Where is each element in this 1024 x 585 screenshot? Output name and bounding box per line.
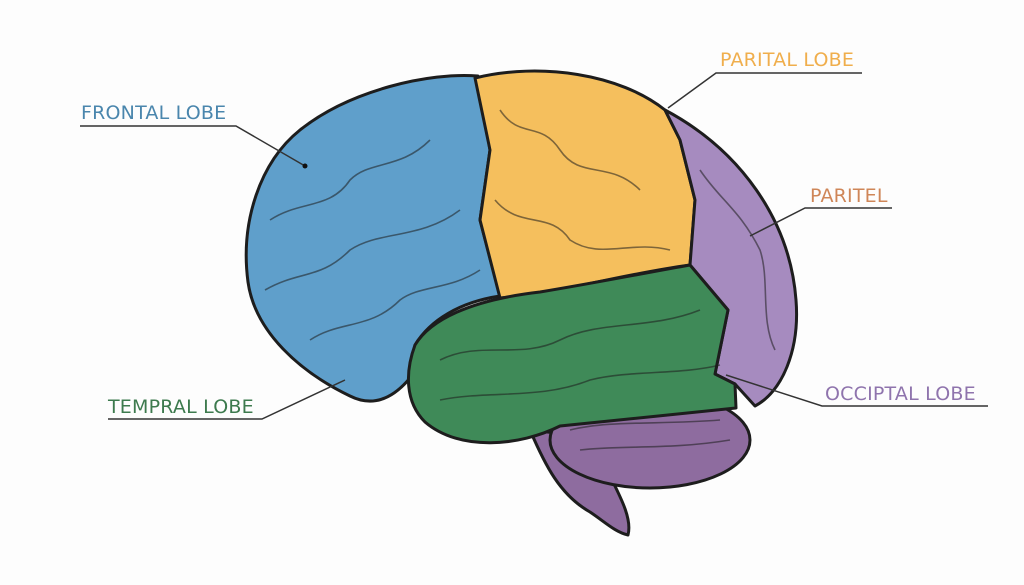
leader-lines: [80, 72, 988, 420]
occipital-lobe-region: [663, 108, 799, 408]
paritel-label: PARITEL: [810, 185, 888, 207]
gyri-lines: [264, 109, 776, 451]
paritel-leader: [749, 207, 892, 237]
frontal-lobe-label: FRONTAL LOBE: [81, 102, 227, 124]
temporal-lobe-label: TEMPRAL LOBE: [108, 396, 254, 418]
temporal-lobe-region: [406, 263, 738, 445]
parietal-leader: [667, 72, 862, 109]
parietal-lobe-region: [473, 69, 697, 300]
temporal-leader: [108, 379, 346, 420]
frontal-lobe-region: [244, 73, 502, 403]
parietal-lobe-label: PARITAL LOBE: [720, 49, 855, 71]
occipital-leader: [725, 374, 988, 407]
frontal-leader: [80, 125, 306, 167]
occipital-lobe-label: OCCIPTAL LOBE: [825, 383, 976, 405]
